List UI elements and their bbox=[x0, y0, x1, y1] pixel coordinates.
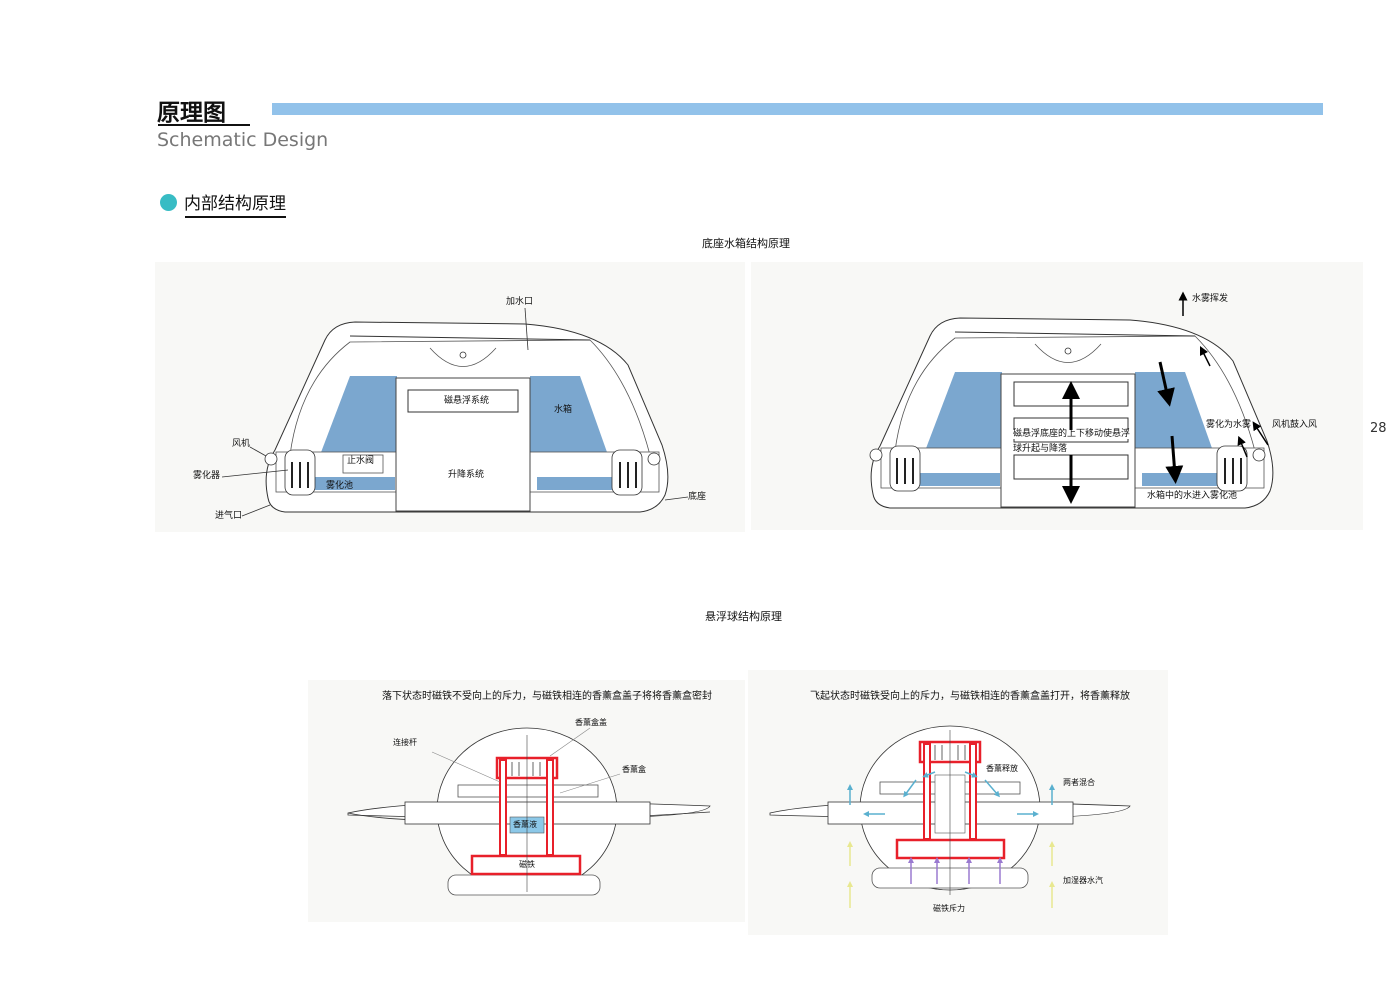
label-aroma-box: 香薰盒 bbox=[622, 765, 646, 774]
page-number: 28 bbox=[1370, 421, 1387, 436]
label-fan: 风机 bbox=[232, 439, 251, 449]
label-atomizing-pool: 雾化池 bbox=[326, 481, 354, 491]
label-atomizer: 雾化器 bbox=[193, 471, 221, 481]
label-lift-system: 升降系统 bbox=[448, 470, 485, 480]
label-fan-blows: 风机鼓入风 bbox=[1272, 420, 1318, 430]
page-subtitle: Schematic Design bbox=[157, 129, 329, 151]
label-magnet-repulsion: 磁铁斥力 bbox=[933, 904, 965, 913]
label-atomize-to-mist: 雾化为水雾 bbox=[1206, 420, 1252, 430]
ball-closed bbox=[347, 727, 711, 896]
page-title: 原理图 bbox=[157, 100, 226, 126]
label-aroma-liquid: 香薰液 bbox=[513, 820, 537, 829]
label-aroma-release: 香薰释放 bbox=[986, 764, 1018, 773]
section-underline bbox=[185, 216, 286, 218]
label-mix: 两者混合 bbox=[1063, 778, 1095, 787]
label-air-inlet: 进气口 bbox=[215, 511, 243, 521]
ball-diagram-title: 悬浮球结构原理 bbox=[705, 610, 782, 623]
label-maglev-system: 磁悬浮系统 bbox=[444, 396, 490, 406]
base-diagram-title: 底座水箱结构原理 bbox=[702, 237, 790, 250]
caption-open-state: 飞起状态时磁铁受向上的斥力，与磁铁相连的香薰盒盖打开，将香薰释放 bbox=[810, 691, 1130, 702]
label-humidifier-vapor: 加湿器水汽 bbox=[1063, 876, 1103, 885]
header-accent-bar bbox=[272, 103, 1323, 115]
label-mist-evaporate: 水雾挥发 bbox=[1192, 294, 1229, 304]
label-base: 底座 bbox=[688, 492, 707, 502]
label-lift-desc-2: 球升起与降落 bbox=[1013, 444, 1068, 454]
label-water-into-pool: 水箱中的水进入雾化池 bbox=[1147, 491, 1238, 501]
label-water-tank: 水箱 bbox=[554, 405, 573, 415]
label-box-lid: 香薰盒盖 bbox=[575, 718, 607, 727]
label-connecting-rod: 连接杆 bbox=[393, 738, 417, 747]
section-bullet-icon bbox=[160, 194, 177, 211]
ball-open bbox=[769, 725, 1131, 908]
label-magnet: 磁铁 bbox=[519, 860, 535, 869]
label-stop-valve: 止水阀 bbox=[347, 456, 375, 466]
title-underline bbox=[158, 124, 250, 126]
label-lift-desc-1: 磁悬浮底座的上下移动使悬浮 bbox=[1013, 429, 1131, 439]
section-title: 内部结构原理 bbox=[184, 194, 286, 214]
label-water-inlet: 加水口 bbox=[506, 297, 534, 307]
caption-closed-state: 落下状态时磁铁不受向上的斥力，与磁铁相连的香薰盒盖子将将香薰盒密封 bbox=[382, 691, 712, 702]
